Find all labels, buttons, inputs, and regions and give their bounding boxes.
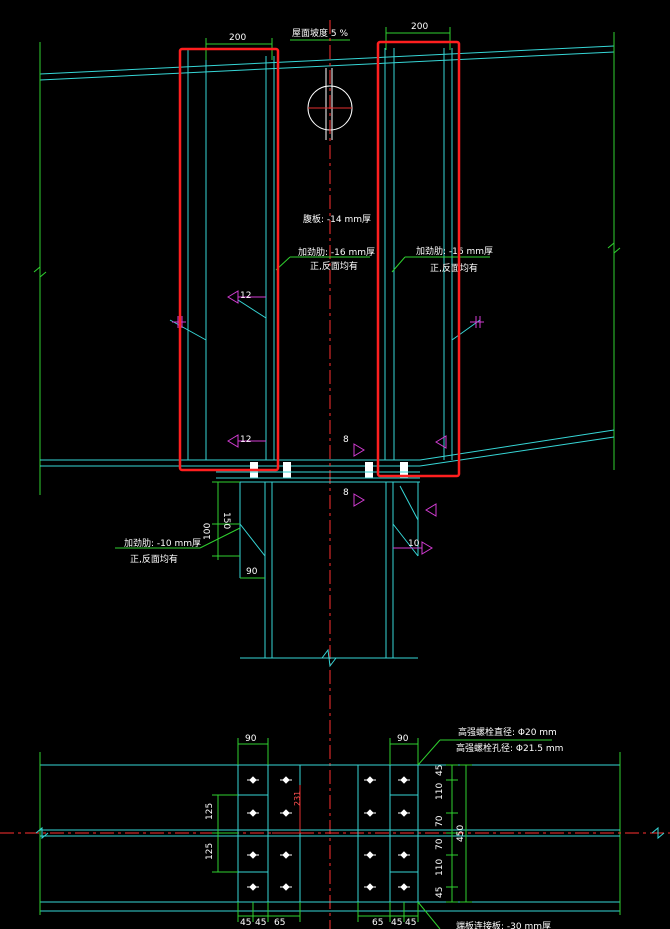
plan-dim-110-upper: 110 [435,783,445,800]
dim-top-left-200: 200 [229,33,246,43]
plan-dim-45-a: 45 [240,918,251,928]
plan-dim-65-b: 65 [372,918,383,928]
flange-bolt [365,462,373,478]
plan-dim-45-top: 45 [435,765,445,776]
weld-10: 10 [408,539,420,549]
flange-bolt [400,462,408,478]
weld-8-upper: 8 [343,435,349,445]
weld-8-lower: 8 [343,488,349,498]
stiffener-right-label: 加劲肋: -16 mm厚 [416,245,493,257]
plan-dim-45-c: 45 [391,918,402,928]
highlight-box-left [178,47,280,472]
dim-150: 150 [221,512,231,529]
plan-dim-90-right: 90 [397,734,409,744]
plan-dim-45-d: 45 [405,918,416,928]
dim-90: 90 [246,567,258,577]
plan-bolt-group [247,776,410,891]
roof-slope-label: 屋面坡度 5 % [292,27,348,39]
stiffener-right-note: 正,反面均有 [430,262,478,274]
plan-dim-450: 450 [456,825,466,842]
highlight-box-right [376,40,461,478]
plan-dim-110-lower: 110 [435,859,445,876]
web-plate-label: 腹板: -14 mm厚 [303,213,371,225]
bolt-diameter-label: 高强螺栓直径: Φ20 mm [458,726,557,738]
elevation-view: 200 200 屋面坡度 5 % 腹板: -14 mm厚 加劲肋: -16 mm… [33,20,621,929]
flange-bolt [283,462,291,478]
dim-100: 100 [203,523,213,540]
end-plate-label: 端板连接板: -30 mm厚 [456,920,551,929]
plan-dim-125-upper: 125 [205,803,215,820]
stiffener-lower-note: 正,反面均有 [130,553,178,565]
stiffener-left-note: 正,反面均有 [310,260,358,272]
dim-top-right-200: 200 [411,22,428,32]
bolt-hole-label: 高强螺栓孔径: Φ21.5 mm [456,742,563,754]
weld-12-lower: 12 [240,435,251,445]
plan-dim-65-a: 65 [274,918,285,928]
plan-view: 90 90 高强螺栓直径: Φ20 mm 高强螺栓孔径: Φ21.5 mm 12… [0,726,670,929]
plan-dim-125-lower: 125 [205,843,215,860]
stiffener-left-label: 加劲肋: -16 mm厚 [298,246,375,258]
plan-dim-45-bottom: 45 [435,887,445,898]
plan-dim-90-left: 90 [245,734,257,744]
stiffener-lower-label: 加劲肋: -10 mm厚 [124,537,201,549]
plan-dim-231: 231 [293,791,302,806]
plan-dim-45-b: 45 [255,918,266,928]
weld-12-upper: 12 [240,291,251,301]
plan-dim-70-upper: 70 [435,815,445,827]
plan-dim-70-lower: 70 [435,838,445,850]
